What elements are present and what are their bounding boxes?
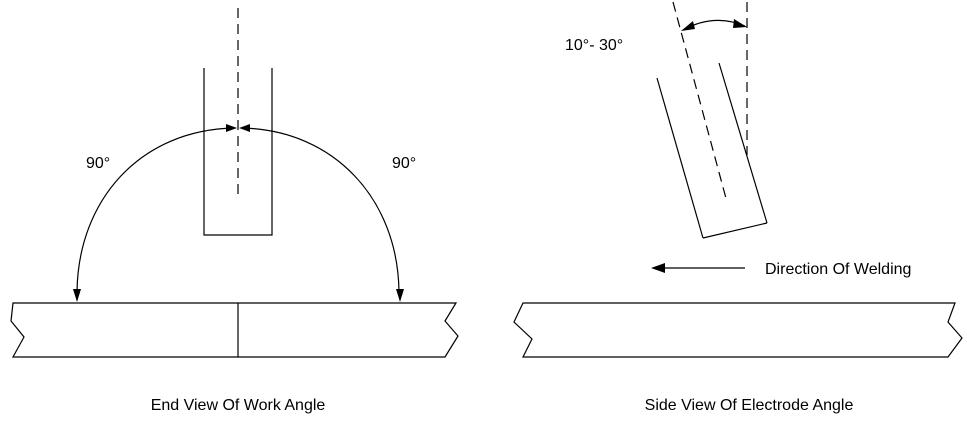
- direction-label: Direction Of Welding: [765, 261, 911, 278]
- angle-label-left: 90°: [86, 155, 110, 172]
- angle-arrowhead-left: [681, 21, 695, 31]
- arc-arrowhead-left-top: [226, 124, 237, 132]
- electrode-axis-tilted: [672, 1, 728, 203]
- end-view-figure: 90° 90° End View Of Work Angle: [10, 8, 459, 414]
- electrode-side-view-tip: [702, 222, 768, 239]
- workpiece-plate-side-view: [513, 302, 963, 358]
- work-angle-arc-right: [241, 127, 400, 293]
- welding-direction-arrowhead: [651, 263, 665, 273]
- electrode-side-view-right-edge: [718, 62, 768, 224]
- workpiece-plate-end-view: [10, 302, 459, 358]
- arc-arrowhead-right-bottom: [396, 289, 404, 302]
- angle-range-label: 10°- 30°: [565, 37, 623, 54]
- work-angle-arc-left: [76, 127, 235, 293]
- angle-arrowhead-right: [733, 19, 747, 28]
- angle-label-right: 90°: [392, 155, 416, 172]
- caption-end-view: End View Of Work Angle: [151, 397, 326, 414]
- side-view-figure: 10°- 30° Direction Of Welding Side View …: [513, 1, 963, 414]
- arc-arrowhead-left-bottom: [73, 289, 81, 302]
- arc-arrowhead-right-top: [239, 124, 250, 132]
- caption-side-view: Side View Of Electrode Angle: [645, 397, 854, 414]
- electrode-side-view-left-edge: [656, 77, 704, 239]
- electrode-end-view: [203, 68, 273, 236]
